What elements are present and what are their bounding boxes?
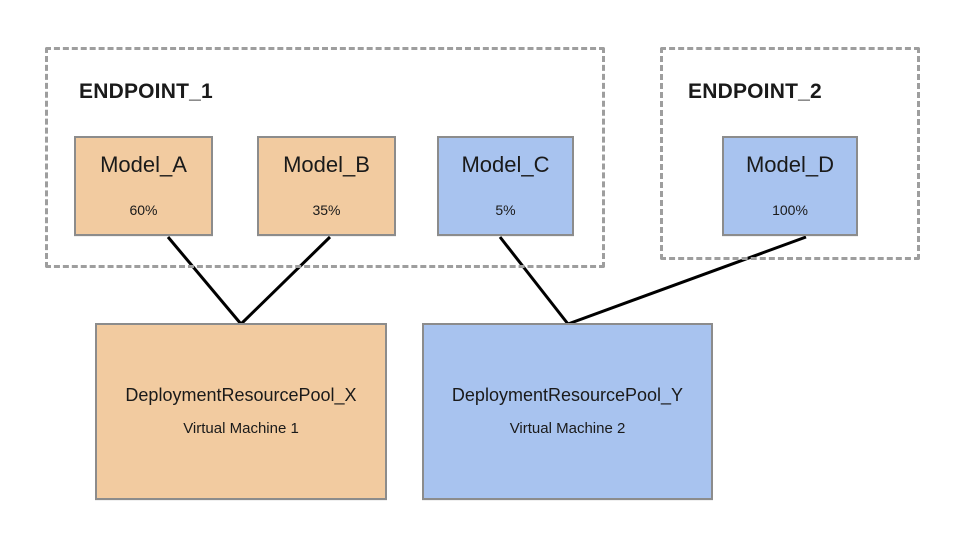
model-name: Model_A xyxy=(100,152,187,177)
model-name: Model_C xyxy=(461,152,550,177)
model-traffic-split: 100% xyxy=(772,202,808,219)
resource-pool-name: DeploymentResourcePool_Y xyxy=(451,384,684,405)
model-node-model_d[interactable]: Model_D 100% xyxy=(722,136,858,236)
model-node-model_a[interactable]: Model_A 60% xyxy=(74,136,213,236)
virtual-machine-label: Virtual Machine 1 xyxy=(183,420,299,438)
virtual-machine-label: Virtual Machine 2 xyxy=(509,420,626,438)
resource-pool-node-pool_x[interactable]: DeploymentResourcePool_X Virtual Machine … xyxy=(95,323,387,500)
endpoint-group-endpoint_1 xyxy=(45,47,605,268)
resource-pool-name: DeploymentResourcePool_X xyxy=(125,384,357,405)
model-node-model_c[interactable]: Model_C 5% xyxy=(437,136,574,236)
model-name: Model_D xyxy=(745,152,835,177)
model-node-model_b[interactable]: Model_B 35% xyxy=(257,136,396,236)
model-traffic-split: 5% xyxy=(495,202,516,219)
resource-pool-node-pool_y[interactable]: DeploymentResourcePool_Y Virtual Machine … xyxy=(422,323,713,500)
model-traffic-split: 60% xyxy=(129,202,158,219)
endpoint-group-endpoint_2 xyxy=(660,47,920,260)
model-traffic-split: 35% xyxy=(312,202,341,219)
endpoint-label-endpoint_1: ENDPOINT_1 xyxy=(79,80,213,103)
model-name: Model_B xyxy=(283,152,370,177)
endpoint-label-endpoint_2: ENDPOINT_2 xyxy=(688,80,822,103)
